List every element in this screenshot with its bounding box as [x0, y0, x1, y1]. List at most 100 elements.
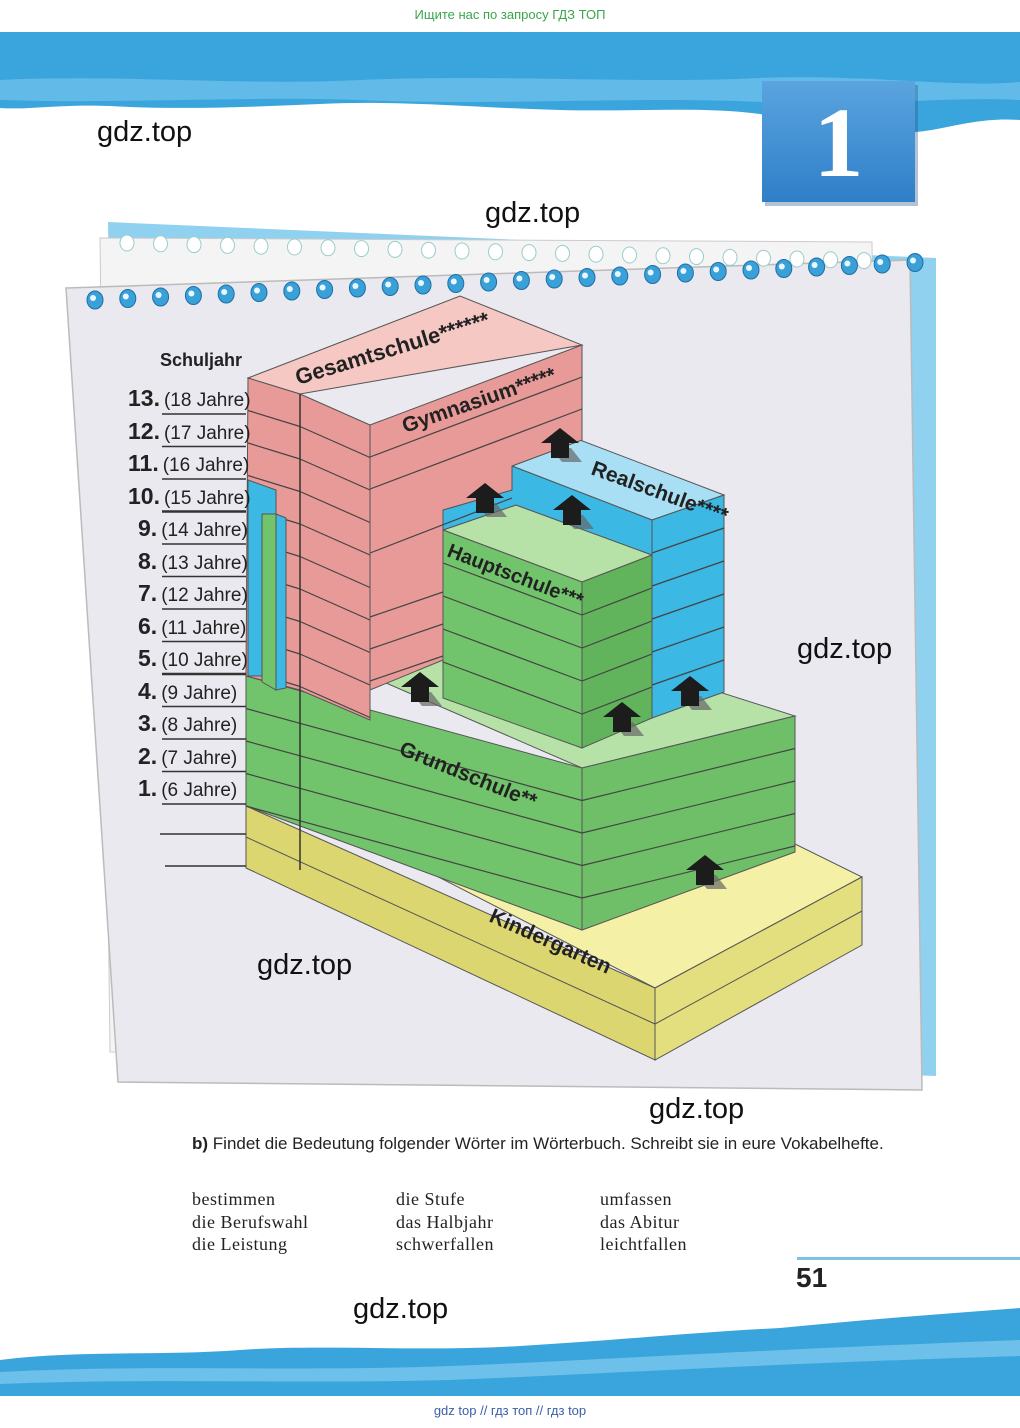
layer-line [442, 595, 583, 649]
binder-hole [555, 244, 570, 262]
binder-hole-shine [254, 287, 260, 294]
binder-hole-shine [516, 275, 523, 282]
binder-hole [756, 249, 771, 267]
layer-line [651, 527, 725, 554]
binder-hole [119, 234, 135, 252]
binder-hole [823, 251, 838, 269]
layer-line [581, 587, 653, 616]
up-arrow-icon [401, 672, 439, 702]
layer-line [442, 628, 583, 682]
watermark: gdz.top [797, 633, 893, 665]
layer-line [245, 707, 583, 802]
vocab-word: die Berufswahl [192, 1211, 309, 1232]
binder-hole [153, 235, 168, 253]
vocab-word: umfassen [600, 1189, 672, 1209]
binder-hole [287, 238, 302, 256]
binder-hole [689, 248, 704, 266]
year-label: 10.(15 Jahre) [128, 483, 251, 510]
layer-line [247, 442, 301, 460]
task-text: Findet die Bedeutung folgender Wörter im… [212, 1134, 884, 1153]
up-arrow-icon [541, 428, 579, 458]
binder-hole-shine [614, 271, 621, 277]
year-number: 9. [138, 515, 158, 541]
binder-hole-shine [188, 290, 195, 297]
binder-hole [354, 240, 369, 258]
hauptschule-strip [261, 513, 277, 691]
binder-hole-shine [746, 265, 752, 271]
binder-hole [856, 252, 872, 270]
binder-hole-shine [582, 272, 588, 279]
vocab-word: schwerfallen [396, 1234, 494, 1254]
search-hint[interactable]: Ищите нас по запросу ГДЗ ТОП [414, 7, 606, 22]
binder-hole-shine [90, 295, 96, 301]
up-arrow-icon [686, 855, 724, 885]
footer-links[interactable]: gdz top // гдз топ // гдз top [433, 1403, 587, 1418]
year-age: (12 Jahre) [161, 585, 248, 606]
watermark: gdz.top [257, 949, 353, 981]
axis-title-schuljahr: Schuljahr [160, 350, 243, 370]
up-arrow-icon [553, 495, 591, 525]
year-label: 12.(17 Jahre) [128, 418, 251, 445]
binder-hole [421, 241, 436, 259]
year-label: 4.(9 Jahre) [138, 678, 237, 705]
year-label: 8.(13 Jahre) [138, 548, 248, 575]
vocab-column-1: bestimmen die Berufswahl die Leistung [192, 1188, 308, 1256]
layer-line [245, 740, 583, 834]
year-label: 9.(14 Jahre) [138, 515, 248, 542]
year-label: 1.(6 Jahre) [138, 775, 237, 802]
layer-line [369, 591, 444, 618]
layer-line [651, 626, 725, 653]
layer-line [651, 659, 725, 686]
binder-hole-shine [450, 278, 457, 285]
layer-line [245, 805, 583, 899]
kindergarten-side [654, 876, 863, 1061]
binder-hole-shine [221, 289, 228, 295]
tower-front [299, 393, 371, 721]
year-number: 12. [128, 417, 160, 444]
chapter-number: 1 [813, 87, 864, 198]
year-age: (16 Jahre) [162, 455, 250, 476]
watermark: gdz.top [353, 1293, 449, 1325]
binder-hole-shine [483, 277, 490, 283]
binder-hole-shine [713, 266, 720, 273]
vocab-word: das Halbjahr [396, 1211, 494, 1232]
layer-line [299, 458, 371, 491]
binder-hole-shine [778, 263, 785, 270]
year-age: (11 Jahre) [161, 617, 247, 639]
binder-hole [454, 242, 470, 260]
up-arrow-icon [466, 483, 504, 513]
binder-hole-shine [286, 286, 293, 292]
layer-line [247, 409, 301, 428]
year-label: 13.(18 Jahre) [128, 385, 251, 412]
binder-hole [387, 240, 403, 258]
year-number: 13. [128, 385, 160, 411]
year-label: 3.(8 Jahre) [138, 710, 237, 737]
layer-line [299, 588, 371, 621]
binder-hole [521, 244, 537, 262]
binder-hole [488, 243, 503, 261]
binder-hole [253, 237, 269, 255]
layer-line [581, 653, 653, 682]
layer-line [581, 780, 796, 834]
layer-line [581, 845, 796, 899]
realschule-strip-2 [275, 513, 287, 691]
binder-hole [588, 245, 604, 263]
year-number: 6. [138, 612, 158, 639]
year-number: 2. [138, 742, 158, 769]
vocab-word: bestimmen [192, 1189, 276, 1209]
year-label: 11.(16 Jahre) [128, 450, 249, 477]
vocab-word: die Stufe [396, 1189, 465, 1209]
year-age: (17 Jahre) [163, 422, 251, 444]
layer-line [581, 686, 653, 715]
binder-hole-shine [680, 268, 687, 274]
binder-hole-shine [385, 281, 392, 288]
binder-hole-shine [844, 260, 851, 267]
grundschule-side [581, 715, 796, 931]
year-number: 3. [138, 710, 158, 736]
layer-line [299, 620, 371, 654]
bottom-band-decoration [0, 1308, 1020, 1396]
year-label: 7.(12 Jahre) [138, 580, 248, 607]
binder-hole-shine [549, 274, 556, 280]
binder-hole-shine [910, 257, 916, 264]
year-number: 4. [138, 677, 158, 704]
